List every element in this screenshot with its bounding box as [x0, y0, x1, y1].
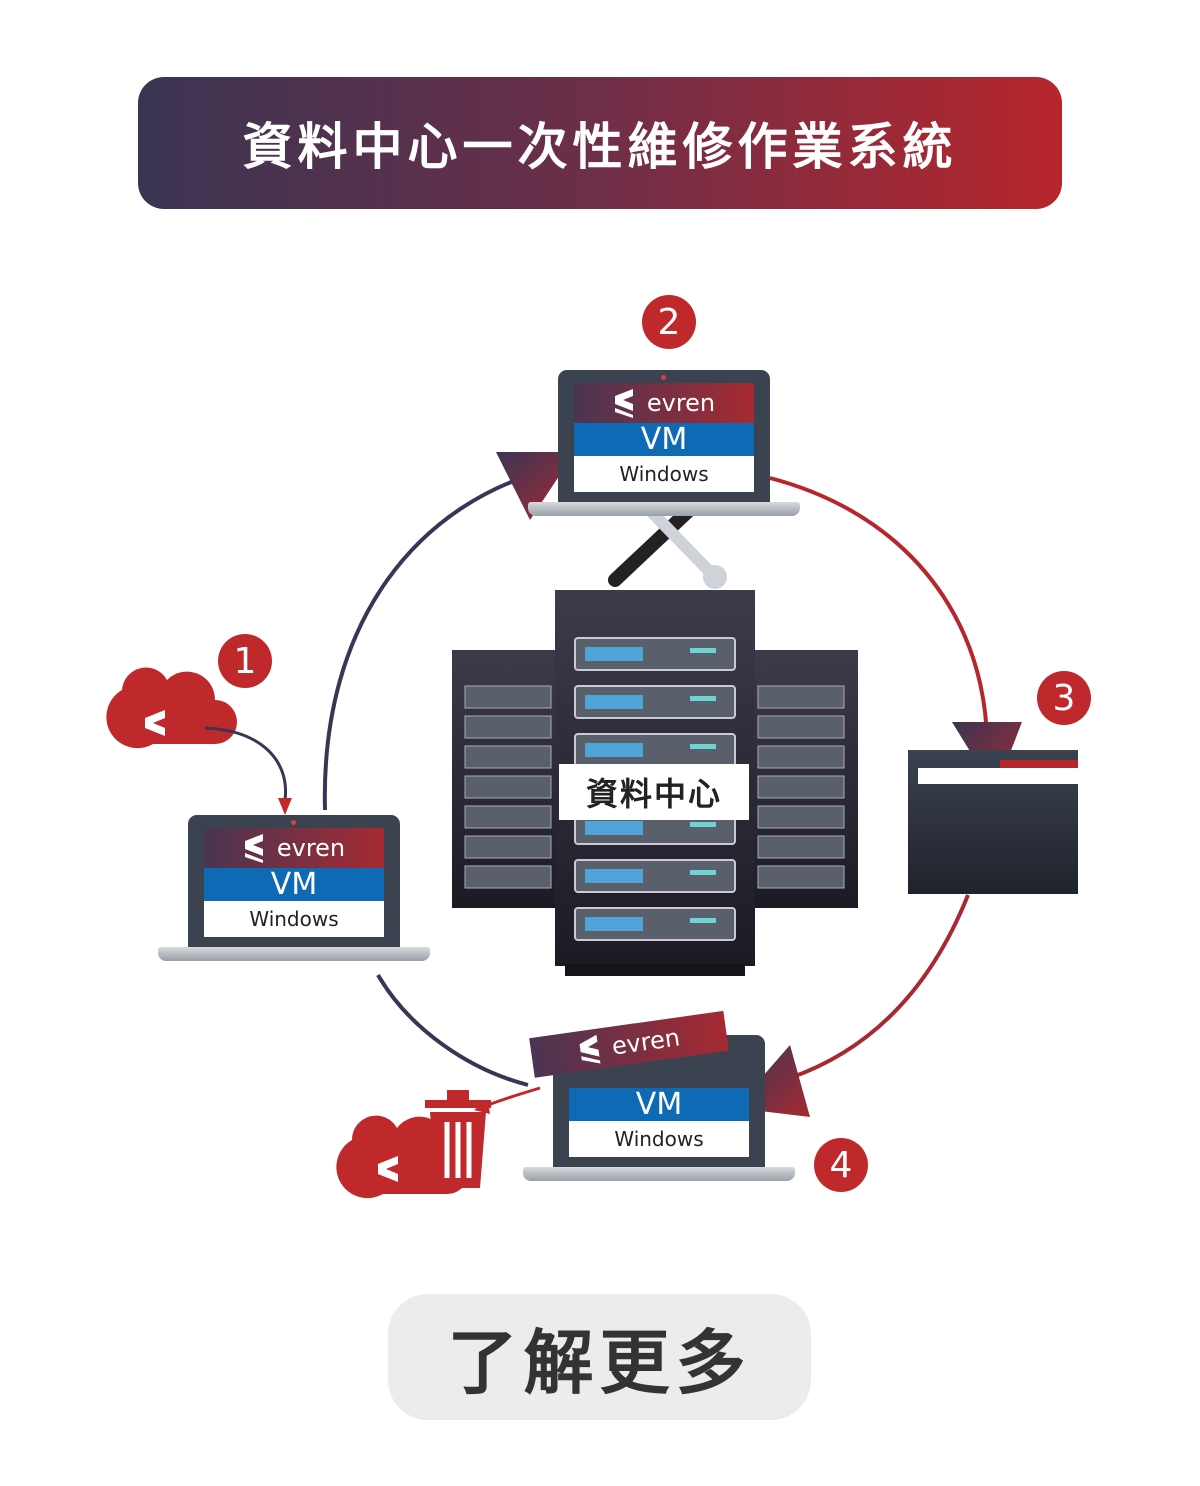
evren-logo-icon	[614, 389, 633, 418]
vm-label: VM	[569, 1087, 749, 1122]
os-label: Windows	[204, 901, 384, 937]
os-label: Windows	[574, 456, 754, 492]
vm-label: VM	[204, 867, 384, 902]
laptop-base	[158, 947, 430, 961]
step-badge-2: 2	[642, 295, 696, 349]
vm-label: VM	[574, 422, 754, 457]
evren-bar: evren	[204, 828, 384, 868]
evren-tag-detached: evren	[529, 1010, 729, 1078]
os-label: Windows	[569, 1121, 749, 1157]
laptop-base	[523, 1167, 795, 1181]
cycle-ring-bottom-left	[376, 973, 529, 1087]
evren-brand: evren	[646, 389, 716, 417]
evren-brand: evren	[610, 1023, 682, 1061]
step-badge-1: 1	[218, 634, 272, 688]
laptop-screen: evren VM Windows	[188, 815, 400, 951]
step-badge-4: 4	[814, 1138, 868, 1192]
learn-more-button[interactable]: 了解更多	[388, 1294, 811, 1420]
cycle-ring-bottom-right	[789, 894, 970, 1080]
evren-logo-icon	[244, 834, 263, 863]
laptop-base	[528, 502, 800, 516]
server-rack-right	[748, 650, 858, 908]
evren-brand: evren	[276, 834, 346, 862]
step-badge-3: 3	[1037, 671, 1091, 725]
laptop-screen: VM Windows	[553, 1035, 765, 1171]
laptop-screen: evren VM Windows	[558, 370, 770, 506]
datacenter-label: 資料中心	[559, 764, 749, 820]
camera-icon	[291, 820, 296, 825]
tag-to-trash-arrow	[479, 1086, 541, 1110]
evren-bar: evren	[574, 383, 754, 423]
evren-logo-icon	[579, 1034, 601, 1064]
server-rack-left	[452, 650, 562, 908]
trash-icon	[425, 1090, 491, 1188]
cycle-ring-left	[322, 466, 556, 811]
folder-icon	[908, 750, 1078, 894]
page-title: 資料中心一次性維修作業系統	[242, 118, 958, 176]
cloud-to-laptop-arrow	[204, 726, 288, 801]
cloud-icon-1	[106, 667, 237, 749]
arrow-head-2	[496, 452, 575, 520]
title-banner: 資料中心一次性維修作業系統	[138, 77, 1062, 209]
camera-icon	[661, 375, 666, 380]
